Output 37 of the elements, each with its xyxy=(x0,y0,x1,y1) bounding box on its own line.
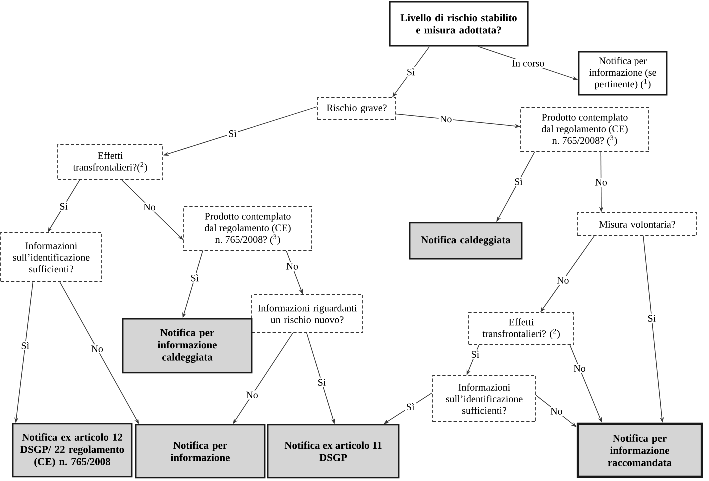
question-box: Livello di rischio stabilito e misura adottata? xyxy=(389,1,529,47)
outcome-box: Notifica per informazione xyxy=(135,424,266,479)
outcome-box: Notifica caldeggiata xyxy=(409,222,523,260)
outcome-box: Notifica per informazione (se pertinente) ($^{1}$) xyxy=(578,51,668,96)
edge-label: Sì xyxy=(58,202,70,212)
edge-label: In corso xyxy=(510,58,546,68)
edge-label: No xyxy=(285,262,300,272)
edge-label: No xyxy=(90,344,105,354)
question-box: Misura volontaria? xyxy=(578,212,698,236)
edge-label: No xyxy=(438,114,454,124)
question-box: Prodotto contemplato dal regolamento (CE) n. 765/2008? ($^{3}$) xyxy=(520,108,650,152)
edge-label: Sì xyxy=(646,314,658,324)
outcome-box: Notifica per informazione raccomandata xyxy=(576,422,704,478)
edge-label: No xyxy=(594,178,609,187)
edge-label: Sì xyxy=(190,273,200,283)
edge-label: Sì xyxy=(470,350,481,360)
question-box: Prodotto contemplato dal regolamento (CE) n. 765/2008? ($^{3}$) xyxy=(184,206,312,252)
edge-label: Sì xyxy=(513,177,524,186)
edge-label: No xyxy=(572,364,588,374)
edge-label: Sì xyxy=(227,129,238,138)
edge-label: Sì xyxy=(20,341,31,351)
question-box: Effetti transfrontalieri?($^{2}$) xyxy=(58,144,164,180)
question-box: Effetti transfrontalieri? ($^{2}$) xyxy=(468,312,574,346)
outcome-box: Notifica per informazione caldeggiata xyxy=(122,318,253,374)
edge-label: No xyxy=(142,202,158,212)
question-box: Informazioni sull’identificazione sufficienti? xyxy=(432,376,536,422)
edge-label: Sì xyxy=(406,67,416,77)
question-box: Informazioni riguardanti un rischio nuovo? xyxy=(252,294,364,334)
edge-label: No xyxy=(549,407,564,416)
edge-label: Sì xyxy=(405,402,416,412)
outcome-box: Notifica ex articolo 12 DSGP/ 22 regolamento (CE) n. 765/2008 xyxy=(12,423,133,478)
question-box: Rischio grave? xyxy=(318,98,396,120)
question-box: Informazioni sull’identificazione sufficienti? xyxy=(0,232,102,282)
edge-label: No xyxy=(244,390,260,400)
edge-label: Sì xyxy=(316,378,328,388)
edge-label: No xyxy=(556,276,570,286)
outcome-box: Notifica ex articolo 11 DSGP xyxy=(267,424,400,479)
